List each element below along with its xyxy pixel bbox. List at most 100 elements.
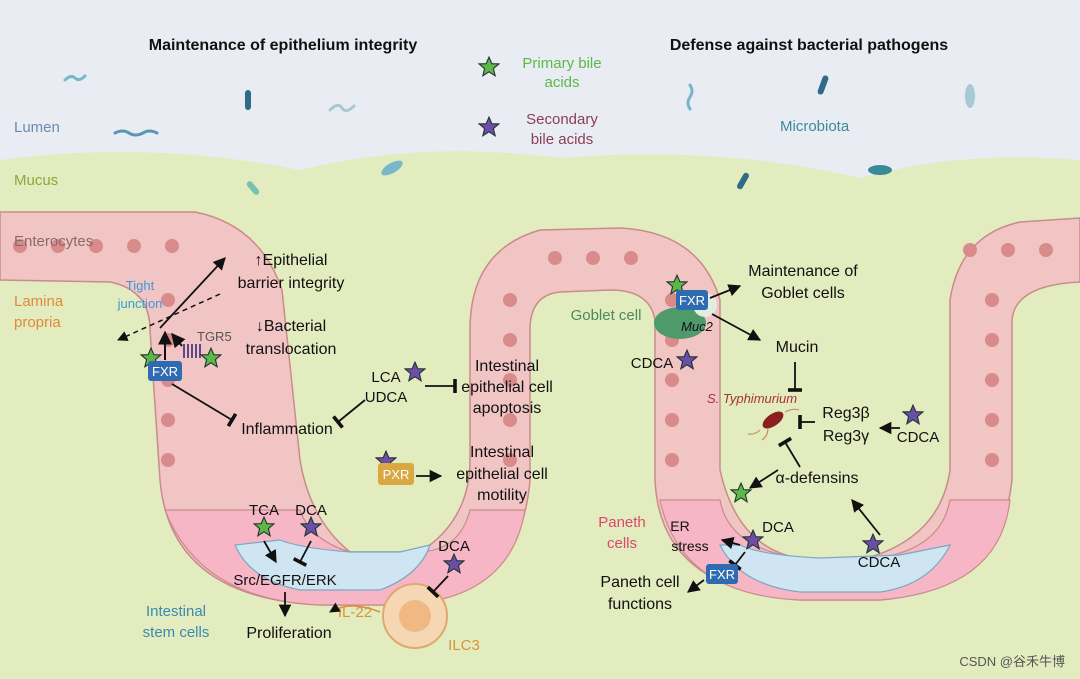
paneth-line1: Paneth: [598, 514, 646, 531]
tight-junction-label-line2: junction: [117, 296, 163, 311]
fxr-label-goblet: FXR: [679, 293, 705, 308]
cell-nucleus: [51, 239, 65, 253]
motility-line1: Intestinal: [470, 444, 534, 461]
label-lamina-line1: Lamina: [14, 293, 64, 310]
paneth-line2: cells: [607, 535, 637, 552]
apoptosis-line1: Intestinal: [475, 358, 539, 375]
ilc3-cell: [382, 583, 448, 649]
cdca-label-paneth: CDCA: [858, 554, 901, 571]
dca-label-left: DCA: [295, 502, 327, 519]
tgr5-label: TGR5: [197, 329, 232, 344]
apoptosis-line3: apoptosis: [473, 400, 542, 417]
defensin-inhibit-styph: [777, 436, 801, 468]
fxr-box-goblet: [676, 290, 708, 310]
label-lamina-line2: propria: [14, 314, 61, 331]
label-mucus: Mucus: [14, 172, 58, 189]
cell-nucleus: [165, 239, 179, 253]
dca-label-ilc3: DCA: [438, 538, 470, 555]
label-microbiota: Microbiota: [780, 118, 850, 135]
proliferation-label: Proliferation: [246, 625, 331, 642]
reg3g-label: Reg3γ: [823, 428, 869, 445]
maint-line1: Maintenance of: [748, 263, 858, 280]
il22-arrow: [329, 602, 381, 613]
pxr-box: [378, 463, 414, 485]
right-crypt-base: [659, 499, 1011, 601]
cell-nucleus: [13, 239, 27, 253]
cdca-label-goblet: CDCA: [631, 355, 674, 372]
legend-primary-line1: Primary bile: [522, 55, 601, 72]
legend-secondary-line1: Secondary: [526, 111, 598, 128]
mucin-label: Mucin: [776, 339, 819, 356]
label-enterocytes: Enterocytes: [14, 233, 93, 250]
pfunc-line2: functions: [608, 596, 672, 613]
dca-label-right: DCA: [762, 519, 794, 536]
cell-nucleus: [963, 243, 977, 257]
udca-label: UDCA: [365, 389, 408, 406]
cell-nucleus: [665, 293, 679, 307]
cell-nucleus: [985, 333, 999, 347]
lca-inhibit-inflammation: [332, 399, 366, 429]
bacterial-line2: translocation: [246, 341, 337, 358]
pxr-label: PXR: [383, 467, 410, 482]
cell-nucleus: [89, 239, 103, 253]
er-line2: stress: [671, 538, 708, 554]
microbes-group: [63, 74, 975, 195]
stem-line1: Intestinal: [146, 603, 206, 620]
fxr-label-left: FXR: [152, 364, 178, 379]
tca-label: TCA: [249, 502, 279, 519]
fxr-inhibit-inflammation: [171, 383, 238, 428]
title-left: Maintenance of epithelium integrity: [149, 37, 418, 54]
src-egfr-erk-label: Src/EGFR/ERK: [233, 572, 336, 589]
cell-nucleus: [548, 251, 562, 265]
barrier-line2: barrier integrity: [238, 275, 345, 292]
styph-label: S. Typhimurium: [707, 391, 797, 406]
cell-nucleus: [665, 413, 679, 427]
cell-nucleus: [624, 251, 638, 265]
goblet-cell-body: [654, 307, 706, 339]
cell-nucleus: [985, 413, 999, 427]
legend-primary-line2: acids: [544, 74, 579, 91]
cell-nucleus: [503, 333, 517, 347]
er-line1: ER: [670, 518, 689, 534]
fxr-paneth-func-arrow: [686, 579, 705, 593]
cell-nucleus: [1001, 243, 1015, 257]
cell-nucleus: [665, 453, 679, 467]
goblet-cell-label: Goblet cell: [571, 307, 642, 324]
cell-nucleus: [1039, 243, 1053, 257]
cell-nucleus: [161, 413, 175, 427]
inflammation-label: Inflammation: [241, 421, 333, 438]
salmonella-bacterium-icon: [747, 408, 800, 441]
dca-inhibit-ilc3: [426, 575, 449, 599]
cell-nucleus: [503, 373, 517, 387]
lca-label: LCA: [371, 369, 400, 386]
cell-nucleus: [985, 293, 999, 307]
motility-line2: epithelial cell: [456, 466, 548, 483]
cdca-defensin-arrow: [851, 499, 881, 536]
reg3b-label: Reg3β: [822, 405, 869, 422]
cell-nucleus: [503, 293, 517, 307]
stem-line2: stem cells: [143, 624, 210, 641]
dca-inhibit-src: [292, 540, 312, 567]
il22-label: IL-22: [338, 604, 372, 621]
cdca-label-reg3: CDCA: [897, 429, 940, 446]
left-crypt-base: [164, 509, 526, 606]
barrier-arrow: [159, 257, 226, 329]
maint-line2: Goblet cells: [761, 285, 845, 302]
title-right: Defense against bacterial pathogens: [670, 37, 948, 54]
legend-secondary-line2: bile acids: [531, 131, 594, 148]
dca-er-arrow: [720, 536, 741, 550]
goblet-maint-arrow: [709, 284, 742, 299]
cell-nucleus: [503, 453, 517, 467]
tca-arrow: [263, 540, 277, 564]
barrier-line1: ↑Epithelial: [255, 252, 328, 269]
fxr-box-left: [148, 361, 182, 381]
defensin-to-star-arrow: [748, 469, 779, 489]
ilc3-label: ILC3: [448, 637, 480, 654]
apoptosis-line2: epithelial cell: [461, 379, 553, 396]
cell-nucleus: [665, 373, 679, 387]
tgr5-up-arrow: [171, 332, 186, 349]
goblet-mucin-arrow: [711, 313, 762, 341]
cell-nucleus: [161, 293, 175, 307]
